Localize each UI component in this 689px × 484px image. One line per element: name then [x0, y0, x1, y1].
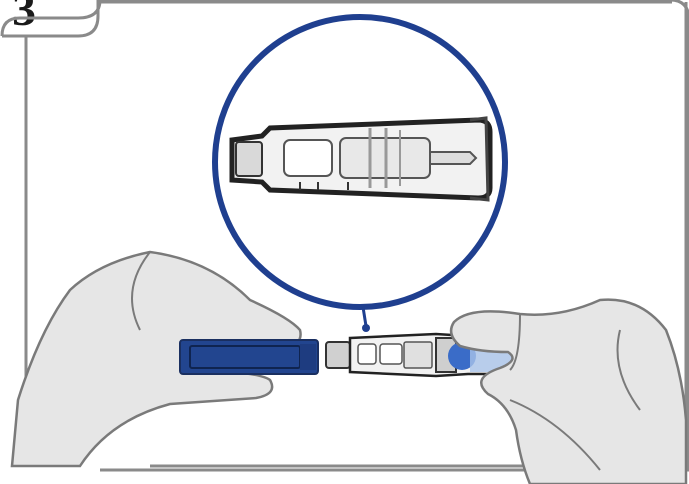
- right-hand-icon: [451, 300, 686, 484]
- magnified-device-icon: [232, 118, 490, 200]
- device-cap-icon: [180, 340, 318, 374]
- magnifier-icon: [215, 17, 505, 332]
